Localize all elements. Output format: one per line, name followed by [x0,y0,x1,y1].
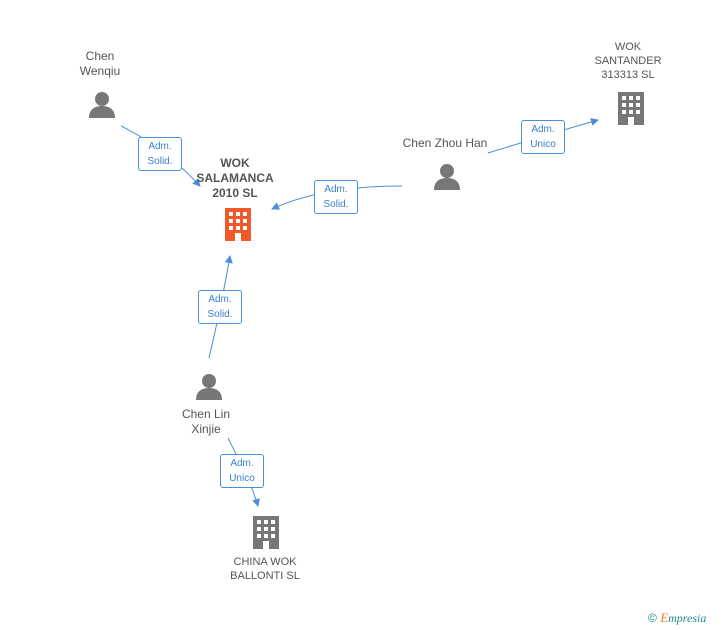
relation-role: Adm. [230,458,254,469]
relation-role: Adm. [208,294,232,305]
company-name: 313313 SL [601,69,655,81]
person-icon [434,164,460,190]
relation-role: Adm. [324,184,348,195]
person-name: Wenqiu [79,64,121,78]
relation-type: Solid. [207,309,233,320]
company-name: WOK [220,156,250,170]
company-name: BALLONTI SL [230,570,300,582]
person-node-chen-lin-xinjie[interactable]: Chen Lin Xinjie [166,407,246,437]
person-node-chen-wenqiu[interactable]: Chen Wenqiu [60,49,140,79]
building-icon [618,92,644,125]
person-icon [89,92,115,118]
person-node-chen-zhou-han[interactable]: Chen Zhou Han [390,136,500,151]
relation-type: Solid. [147,156,173,167]
empresia-logo[interactable]: © Empresia [648,610,706,626]
company-node-wok-salamanca[interactable]: WOK SALAMANCA 2010 SL [190,156,280,201]
person-name: Chen Lin [181,407,231,421]
relation-label-wenqiu-salamanca[interactable]: Adm. Solid. [138,137,182,171]
brand-name: mpresia [668,611,707,625]
company-name: WOK [614,41,642,53]
relation-label-zhouhan-salamanca[interactable]: Adm. Solid. [314,180,358,214]
relation-label-zhouhan-santander[interactable]: Adm. Unico [521,120,565,154]
company-node-wok-santander[interactable]: WOK SANTANDER 313313 SL [582,40,674,82]
building-icon [225,208,251,241]
relation-type: Unico [229,473,255,484]
relation-role: Adm. [148,141,172,152]
relation-label-linxinjie-salamanca[interactable]: Adm. Solid. [198,290,242,324]
company-name: 2010 SL [212,186,258,200]
company-name: CHINA WOK [233,556,297,568]
person-icon [196,374,222,400]
relation-role: Adm. [531,124,555,135]
company-name: SANTANDER [594,55,662,67]
relation-label-linxinjie-ballonti[interactable]: Adm. Unico [220,454,264,488]
brand-initial: E [660,610,669,625]
relation-type: Unico [530,139,556,150]
person-name: Xinjie [191,422,221,436]
person-name: Chen [85,49,115,63]
relation-type: Solid. [323,199,349,210]
person-name: Chen Zhou Han [402,136,488,150]
company-name: SALAMANCA [196,171,274,185]
building-icon [253,516,279,549]
company-node-china-wok-ballonti[interactable]: CHINA WOK BALLONTI SL [220,555,310,583]
copyright-icon: © [648,611,657,625]
